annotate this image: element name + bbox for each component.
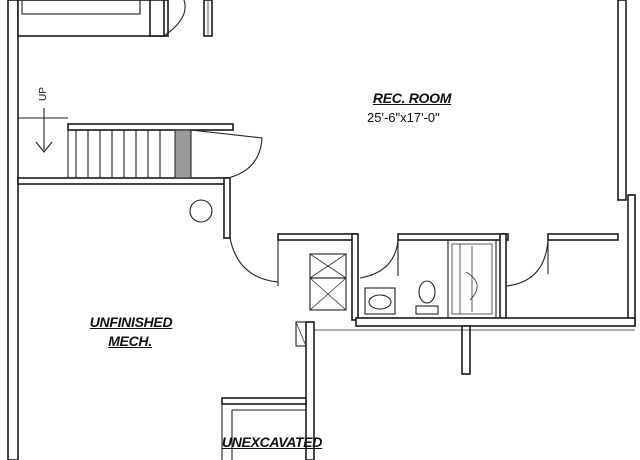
stairs-up-label: UP <box>38 87 49 101</box>
mech-label: MECH. <box>108 333 152 349</box>
lower-walls <box>221 317 636 460</box>
rec-room-dimensions: 25'-6"x17'-0" <box>367 110 440 125</box>
mech-circle <box>189 199 213 223</box>
outer-wall-right <box>617 0 627 201</box>
outer-wall-right-lower <box>627 194 636 326</box>
mech-door <box>223 177 357 286</box>
washer-dryer <box>309 253 347 311</box>
rec-room-label: REC. ROOM <box>372 90 452 106</box>
bathroom <box>351 233 619 321</box>
unexcavated-label: UNEXCAVATED <box>221 434 323 450</box>
unfinished-label: UNFINISHED <box>89 314 173 330</box>
top-closet <box>17 0 213 37</box>
staircase <box>17 108 263 185</box>
outer-wall-left <box>7 0 19 460</box>
